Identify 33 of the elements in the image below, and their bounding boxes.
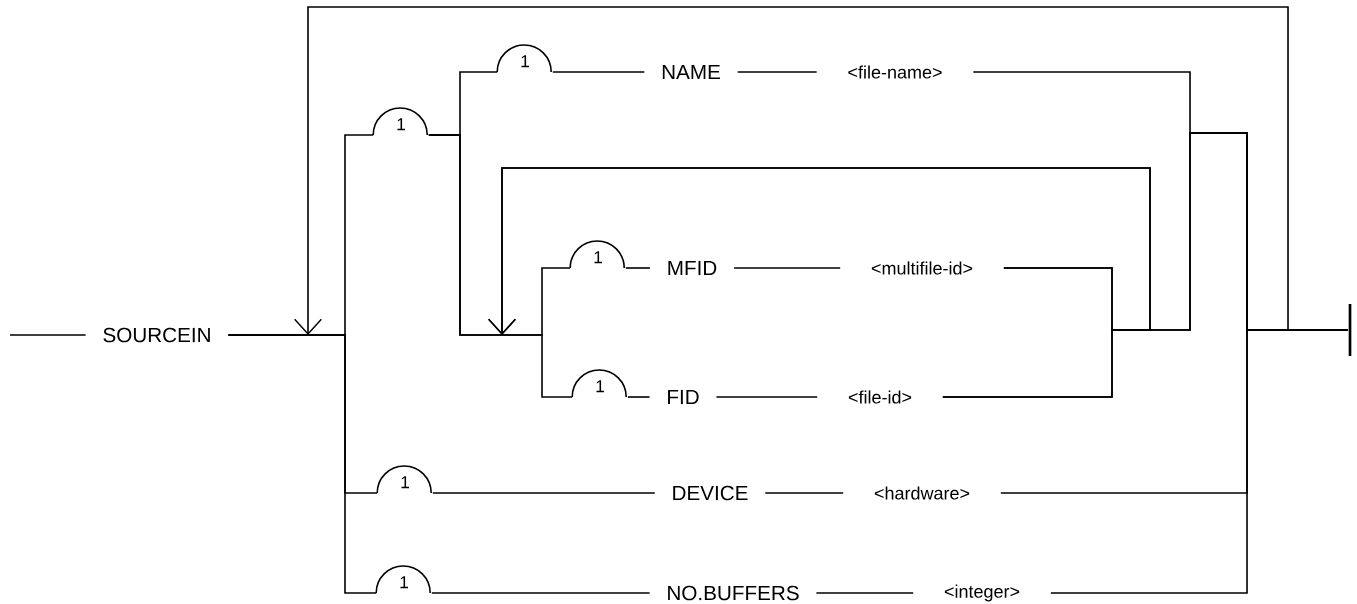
- loop-arrow: [487, 167, 1151, 398]
- track-line: [733, 267, 841, 269]
- track-line: [815, 592, 914, 594]
- keyword-text: DEVICE: [673, 485, 748, 501]
- parameter-text: <multifile-id>: [871, 261, 973, 275]
- repeat-count-arc: 1: [372, 107, 428, 136]
- keyword-text: NO.BUFFERS: [668, 585, 799, 601]
- repeat-count-arc: 1: [571, 369, 627, 398]
- track-line: [552, 71, 646, 73]
- repeat-count-arc: 1: [569, 240, 625, 269]
- track-line: [764, 492, 844, 494]
- repeat-count-arc: 1: [375, 565, 431, 594]
- keyword-text: SOURCEIN: [103, 327, 210, 343]
- keyword-text: FID: [668, 389, 699, 405]
- parameter-text: <file-name>: [848, 65, 942, 79]
- track-line: [625, 267, 651, 269]
- loop-arrow: [293, 6, 1349, 335]
- track-line: [428, 134, 573, 398]
- repeat-count-arc: 1: [496, 44, 552, 73]
- keyword-text: MFID: [668, 260, 717, 276]
- track-line: [431, 592, 651, 594]
- track-line: [715, 396, 818, 398]
- track-line: [432, 492, 656, 494]
- track-line: [736, 71, 818, 73]
- end-bar: [1348, 304, 1352, 356]
- track-line: [227, 334, 377, 594]
- parameter-text: <file-id>: [848, 390, 912, 404]
- parameter-text: <integer>: [944, 584, 1020, 602]
- track-line: [9, 334, 87, 336]
- parameter-text: <hardware>: [874, 486, 970, 500]
- repeat-count-arc: 1: [376, 465, 432, 494]
- keyword-text: NAME: [662, 64, 720, 80]
- track-line: [627, 396, 651, 398]
